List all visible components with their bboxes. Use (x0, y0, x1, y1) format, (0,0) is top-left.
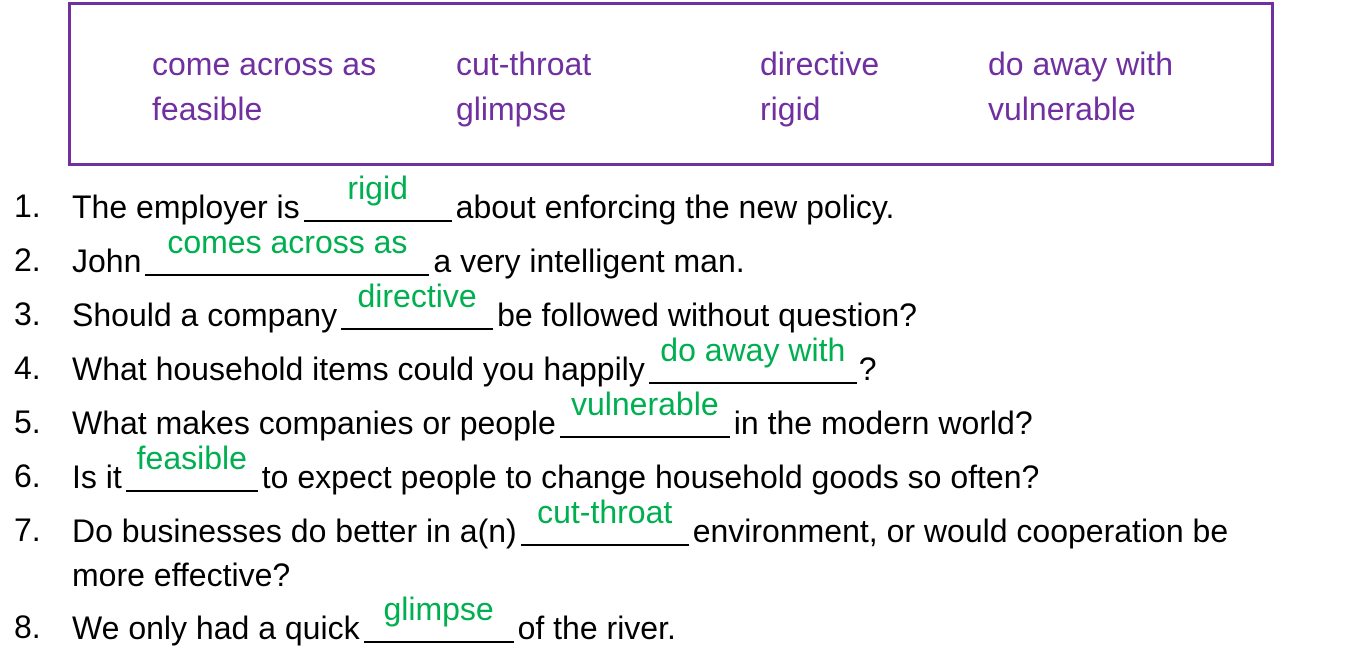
question-number: 8. (14, 609, 41, 645)
word-bank-item: feasible (152, 91, 263, 127)
answer-text: cut-throat (537, 494, 673, 530)
question-text-after: to expect people to change household goo… (261, 459, 1040, 495)
word-bank-item: vulnerable (988, 91, 1136, 127)
question-text-after: of the river. (517, 610, 676, 646)
question-number: 6. (14, 458, 41, 494)
answer-blank: feasible (125, 440, 258, 492)
answer-blank: cut-throat (520, 494, 689, 546)
question-text-before: Do businesses do better in a(n) (72, 513, 517, 549)
question-text-after: environment, or would cooperation be (692, 513, 1229, 549)
word-bank-item: glimpse (456, 91, 567, 127)
question-line: The employer is rigid about enforcing the … (72, 170, 895, 227)
word-bank-item: come across as (152, 46, 377, 82)
answer-text: rigid (347, 170, 408, 206)
question-number: 2. (14, 242, 41, 278)
answer-blank: do away with (648, 332, 857, 384)
question-text-before: What household items could you happily (72, 351, 645, 387)
answer-blank: rigid (303, 170, 452, 222)
question-number: 1. (14, 188, 41, 224)
question-text-before: Is it (72, 459, 122, 495)
question-line: What makes companies or people vulnerable… (72, 386, 1033, 443)
question-text-before: Should a company (72, 297, 338, 333)
answer-text: feasible (136, 440, 247, 476)
answer-text: comes across as (167, 224, 408, 260)
question-number: 7. (14, 512, 41, 548)
answer-text: directive (357, 278, 477, 314)
answer-text: do away with (660, 332, 846, 368)
question-line: Do businesses do better in a(n) cut-throa… (72, 494, 1229, 551)
question-text-after: about enforcing the new policy. (455, 189, 895, 225)
question-number: 3. (14, 296, 41, 332)
question-number: 4. (14, 350, 41, 386)
answer-blank: directive (341, 278, 494, 330)
question-line: Is it feasible to expect people to change … (72, 440, 1040, 497)
question-text-before: John (72, 243, 142, 279)
question-text-before: The employer is (72, 189, 300, 225)
question-text-before: What makes companies or people (72, 405, 556, 441)
answer-text: glimpse (383, 591, 494, 627)
question-text-after: be followed without question? (497, 297, 917, 333)
question-line: We only had a quick glimpse of the river. (72, 591, 676, 648)
question-line: Should a company directive be followed wit… (72, 278, 917, 335)
question-line: What household items could you happily do… (72, 332, 877, 389)
word-bank-box (68, 2, 1274, 166)
word-bank-item: do away with (988, 46, 1173, 82)
question-text-continued: more effective? (72, 557, 291, 593)
question-line: John comes across as a very intelligent ma… (72, 224, 745, 281)
answer-text: vulnerable (570, 386, 719, 422)
answer-blank: vulnerable (559, 386, 730, 438)
word-bank-item: rigid (760, 91, 821, 127)
question-text-after: in the modern world? (733, 405, 1033, 441)
question-text-before: We only had a quick (72, 610, 360, 646)
word-bank-item: cut-throat (456, 46, 592, 82)
answer-blank: comes across as (145, 224, 430, 276)
question-text-after: a very intelligent man. (433, 243, 745, 279)
question-text-after: ? (858, 351, 877, 387)
word-bank-item: directive (760, 46, 880, 82)
answer-blank: glimpse (363, 591, 514, 643)
question-number: 5. (14, 404, 41, 440)
